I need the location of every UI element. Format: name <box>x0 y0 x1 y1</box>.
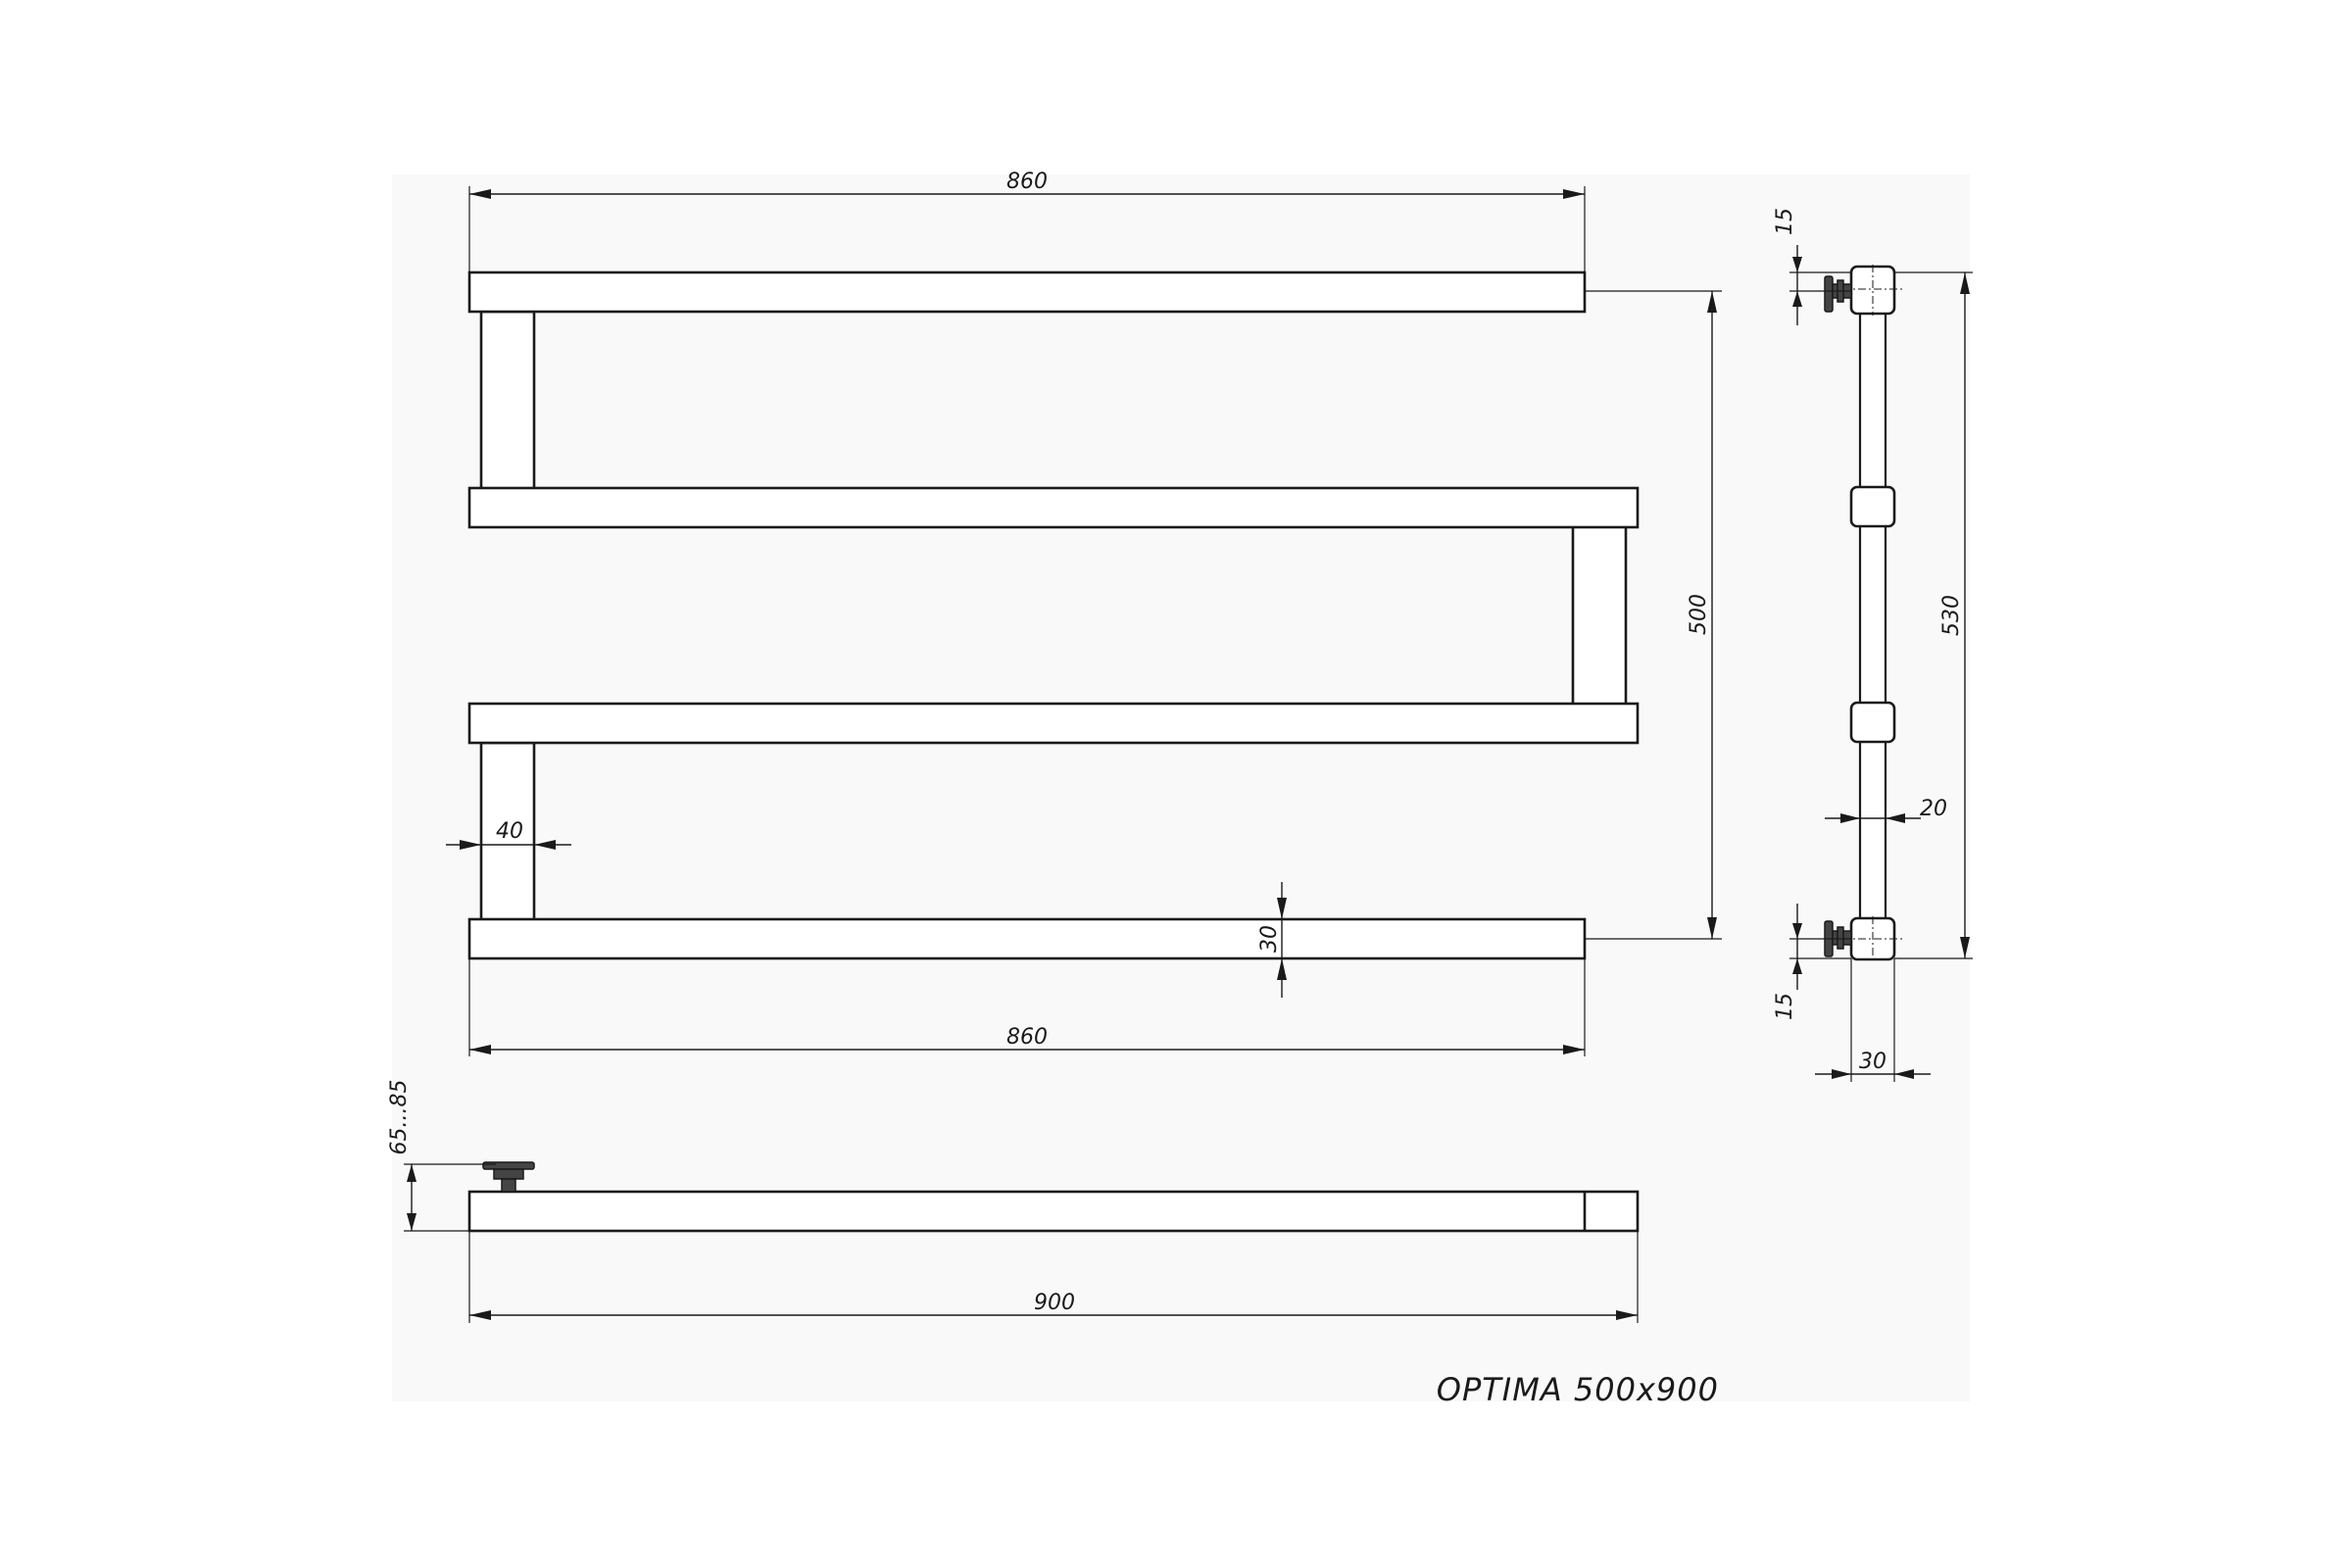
dimension-bottom-width: 860 <box>468 958 1586 1056</box>
depth-label: 30 <box>1859 1050 1886 1074</box>
tube-width-label: 20 <box>1920 797 1947 821</box>
dimension-depth: 30 <box>1815 958 1931 1082</box>
left-post-upper <box>479 310 536 492</box>
top-view: 65...85 900 <box>387 1080 1640 1323</box>
bar-3 <box>467 702 1640 745</box>
dimension-tube-width: 20 <box>1825 797 1947 823</box>
bar-1 <box>467 270 1587 314</box>
overall-width-label: 900 <box>1034 1291 1075 1315</box>
dimension-bottom-offset: 15 <box>1773 904 1851 1020</box>
top-offset-label: 15 <box>1773 208 1797 235</box>
bottom-offset-label: 15 <box>1773 993 1797 1020</box>
dimension-top-width: 860 <box>468 170 1586 272</box>
dimension-height: 500 <box>1585 290 1722 940</box>
middle-block-lower <box>1849 701 1896 744</box>
bar-thickness-label: 30 <box>1257 925 1282 953</box>
dimension-wall-distance: 65...85 <box>387 1080 496 1232</box>
dimension-bar-thickness: 30 <box>1257 882 1287 998</box>
height-label: 500 <box>1687 594 1711 635</box>
side-tube <box>1858 287 1887 943</box>
front-view: 860 860 500 30 <box>446 170 1722 1056</box>
bar-2 <box>467 486 1640 529</box>
dimension-post-width: 40 <box>446 819 571 850</box>
middle-block-upper <box>1849 485 1896 528</box>
right-post <box>1571 524 1628 708</box>
top-width-label: 860 <box>1006 170 1048 194</box>
bar-4 <box>467 917 1587 960</box>
drawing-title: OPTIMA 500x900 <box>1437 1371 1719 1408</box>
wall-distance-label: 65...85 <box>387 1080 412 1155</box>
post-width-label: 40 <box>496 819 523 844</box>
dimension-top-offset: 15 <box>1773 208 1851 325</box>
total-height-label: 530 <box>1939 595 1964 636</box>
dimension-total-height: 530 <box>1894 271 1973 959</box>
dimension-overall-width: 900 <box>468 1231 1639 1323</box>
top-fitting-block <box>1849 265 1896 316</box>
side-view: 530 15 15 20 <box>1773 208 1973 1082</box>
top-view-bar <box>467 1190 1640 1233</box>
bottom-width-label: 860 <box>1006 1025 1048 1050</box>
